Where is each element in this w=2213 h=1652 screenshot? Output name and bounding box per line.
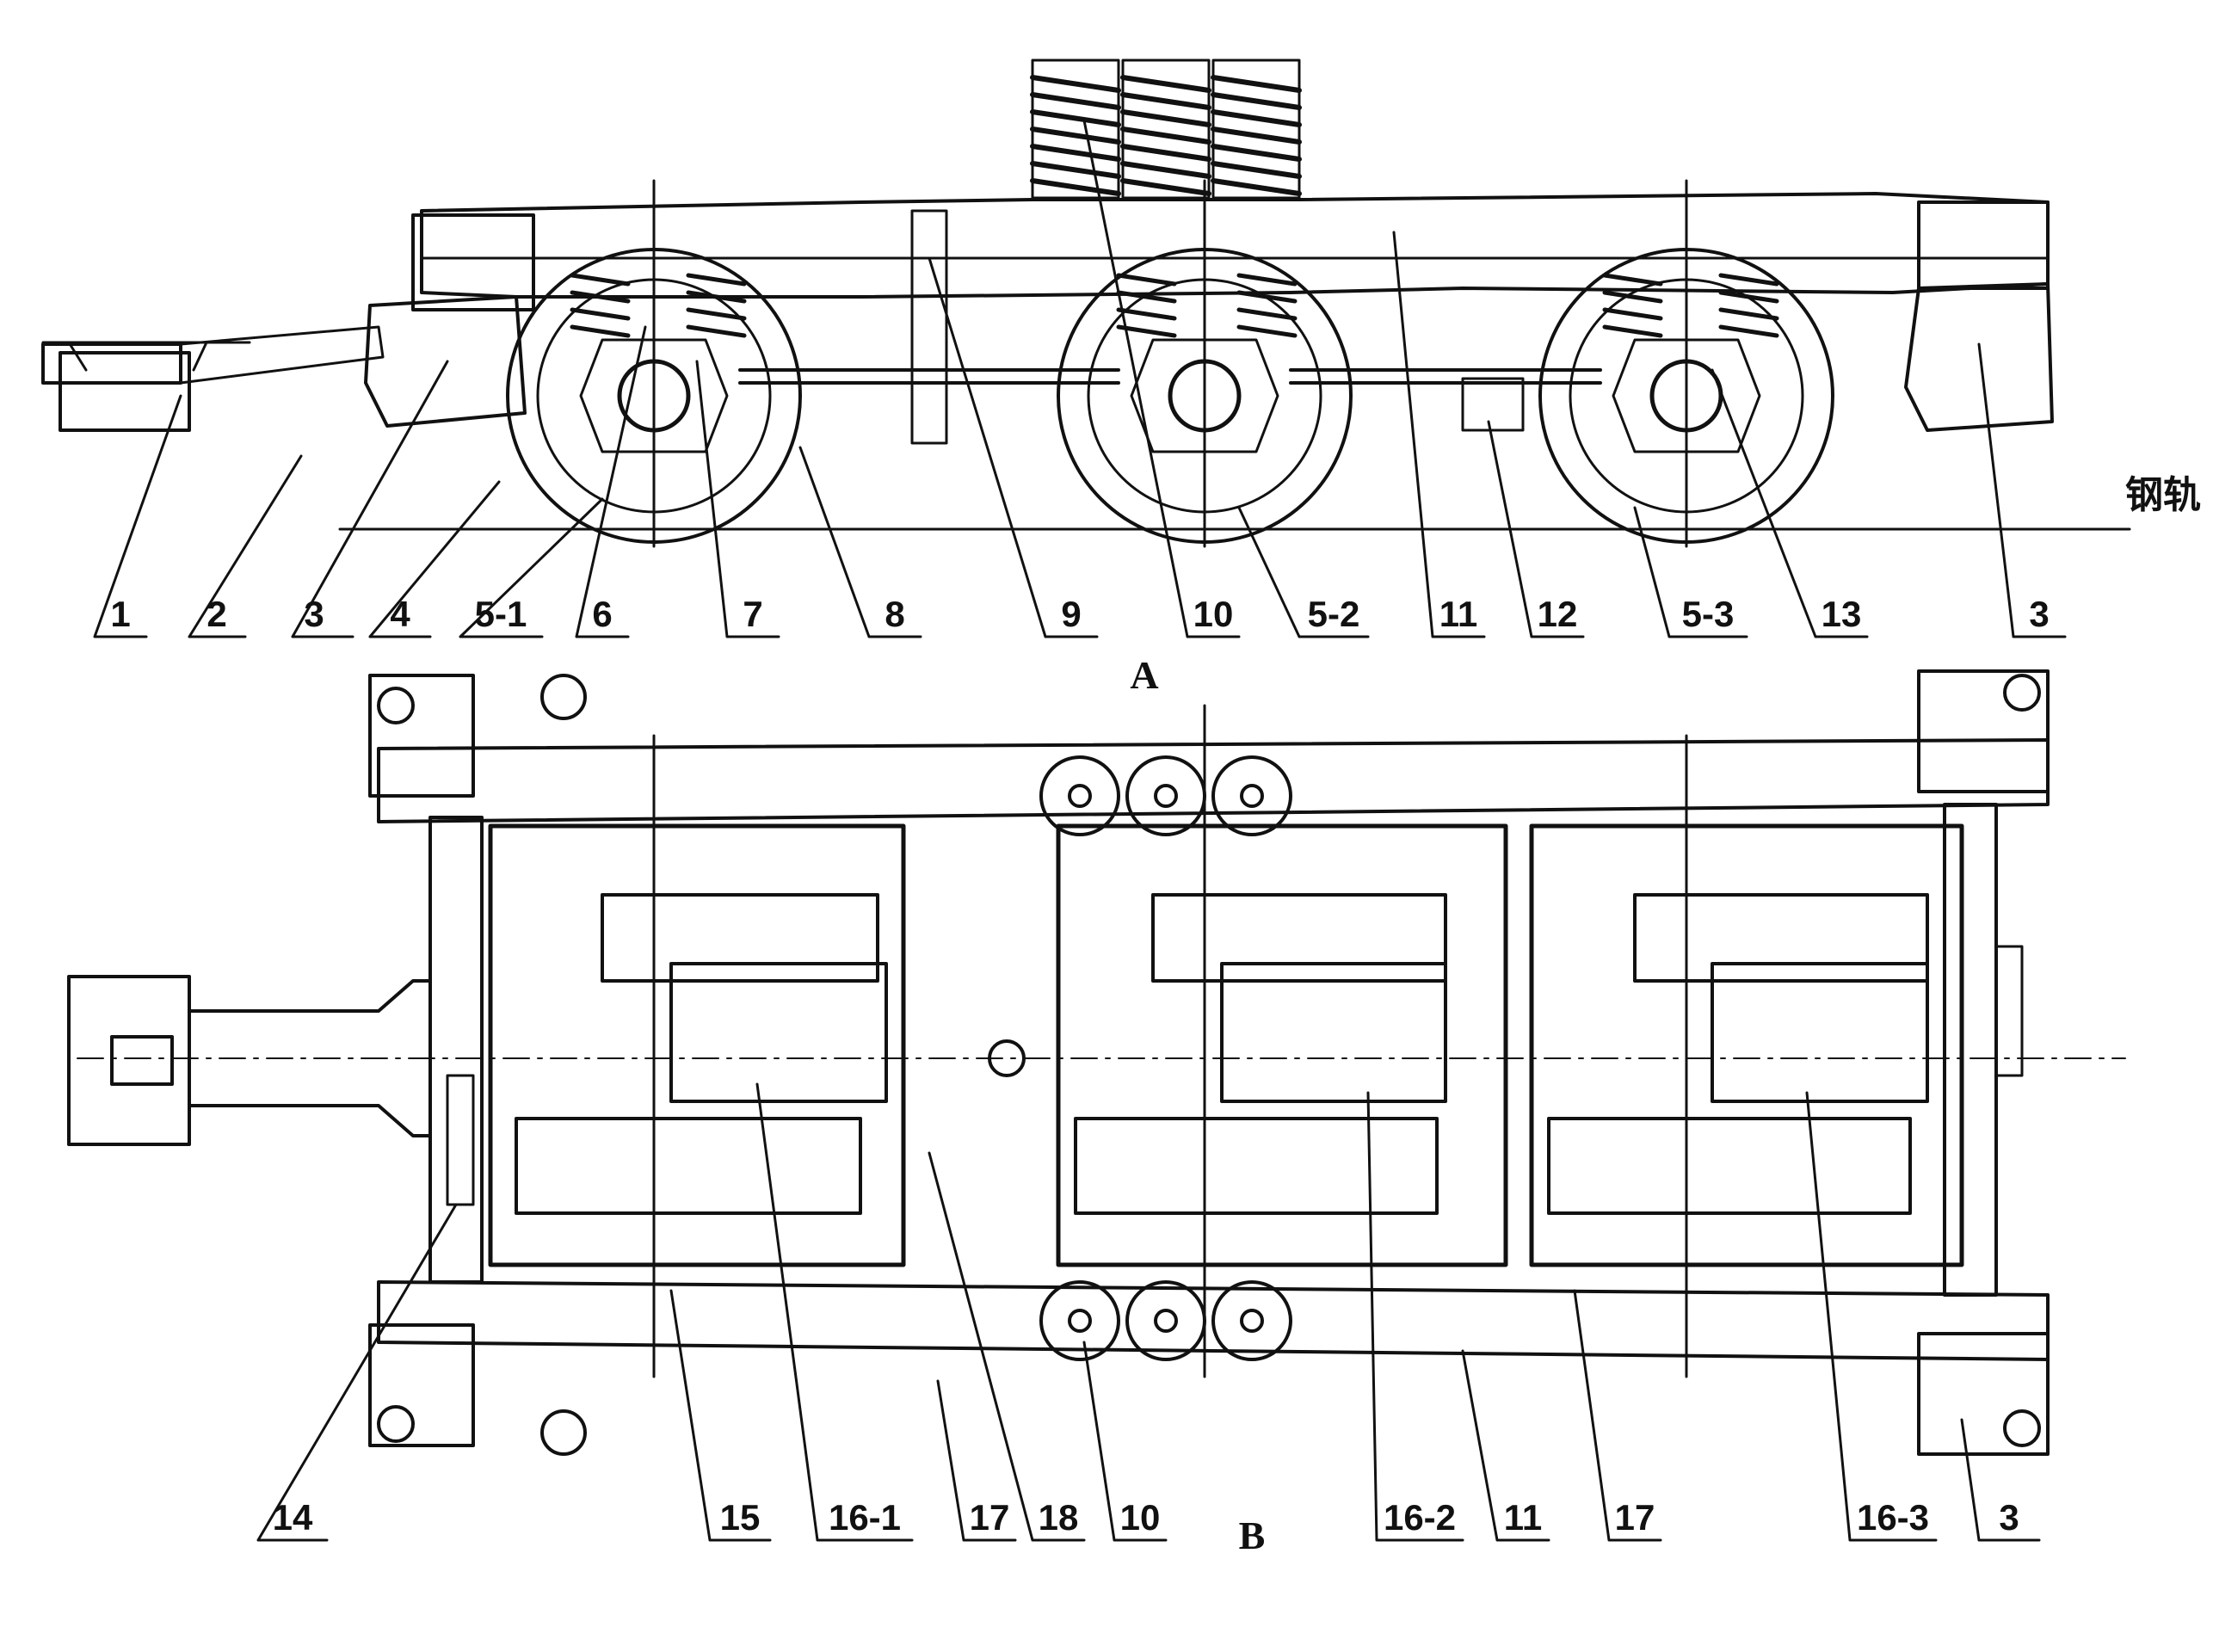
rail-label: 钢轨 [2125, 473, 2201, 517]
callout-11: 11 [1439, 594, 1477, 634]
callout-5-2: 5-2 [1308, 594, 1360, 634]
callout-3: 3 [304, 594, 324, 634]
callout-16-2: 16-2 [1384, 1497, 1456, 1538]
side-view-label: A [1130, 653, 1158, 697]
spring-seats-plan [1039, 755, 1292, 1361]
callout-17b: 17 [1615, 1497, 1655, 1538]
bracket-12 [1461, 377, 1525, 432]
motor-unit-3 [1529, 734, 1964, 1378]
callouts-plan: 14 15 16-1 17 18 10 16-2 11 17 16-3 3 [273, 1497, 2019, 1538]
end-box-right [1904, 282, 2054, 432]
callout-6: 6 [592, 594, 612, 634]
end-beam-left [428, 816, 484, 1284]
corner-plate-tl [368, 674, 475, 798]
callouts-side: 1 2 3 4 5-1 6 7 8 9 10 5-2 11 12 5-3 13 … [110, 594, 2049, 634]
motor-unit-1 [488, 734, 906, 1378]
callout-10: 10 [1193, 594, 1234, 634]
callout-7: 7 [743, 594, 762, 634]
central-pivot [988, 1039, 1026, 1077]
secondary-springs [1030, 59, 1302, 200]
callout-16-3: 16-3 [1857, 1497, 1929, 1538]
callout-9: 9 [1061, 594, 1081, 634]
corner-plate-tr [1917, 669, 2050, 793]
callout-16-1: 16-1 [829, 1497, 901, 1538]
callout-18: 18 [1039, 1497, 1079, 1538]
frame-top-beam [377, 738, 2050, 823]
callout-8: 8 [885, 594, 904, 634]
callout-11b: 11 [1504, 1497, 1542, 1538]
callout-17: 17 [970, 1497, 1010, 1538]
callout-4: 4 [390, 594, 410, 634]
motor-unit-2 [1056, 704, 1508, 1378]
callout-2: 2 [207, 594, 226, 634]
corner-plate-bl [368, 1323, 475, 1447]
callout-5-3: 5-3 [1682, 594, 1735, 634]
callout-5-1: 5-1 [475, 594, 527, 634]
side-view [41, 59, 2131, 548]
traction-coupler [41, 325, 385, 432]
wheel-3 [1538, 179, 1834, 548]
wheel-2 [1057, 179, 1353, 548]
damper-left-plan [446, 1074, 475, 1206]
wheel-1 [506, 179, 802, 548]
callout-3b: 3 [2029, 594, 2049, 634]
traction-rods [738, 368, 1602, 385]
plan-view-label: B [1239, 1513, 1266, 1557]
plan-view [67, 669, 2126, 1456]
callout-15: 15 [720, 1497, 761, 1538]
end-beam-right [1943, 803, 1998, 1297]
callout-1: 1 [110, 594, 130, 634]
callout-12: 12 [1538, 594, 1578, 634]
callout-3c: 3 [1999, 1497, 2019, 1538]
damper-9 [910, 209, 948, 445]
corner-plate-br [1917, 1332, 2050, 1456]
callout-14: 14 [273, 1497, 313, 1538]
primary-springs [570, 273, 1779, 338]
damper-right-plan [1994, 945, 2024, 1077]
leader-lines [93, 119, 2067, 1542]
traction-bar-plan [67, 975, 432, 1146]
end-box-left [364, 295, 527, 428]
callout-10b: 10 [1120, 1497, 1161, 1538]
callout-13: 13 [1822, 594, 1862, 634]
